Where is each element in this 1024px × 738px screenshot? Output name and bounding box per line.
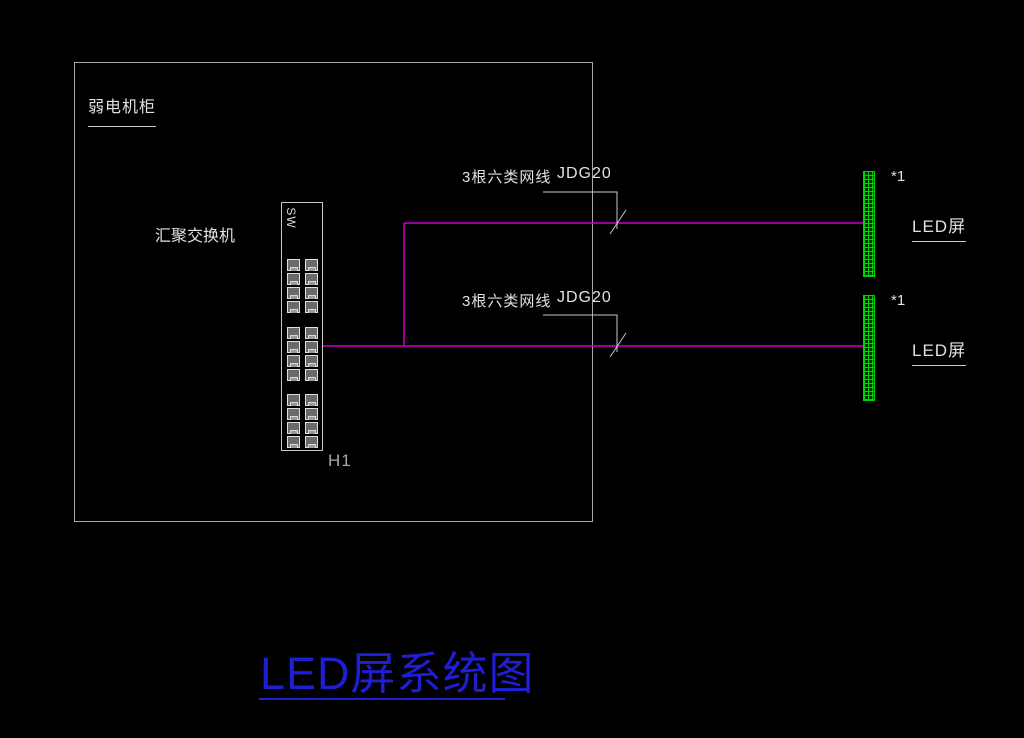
rj45-port-icon xyxy=(287,301,300,313)
rj45-port-icon xyxy=(305,287,318,299)
switch-panel-text: SW xyxy=(284,207,298,229)
screen-name-label: LED屏 xyxy=(912,336,967,366)
led-screen-bar xyxy=(863,295,875,401)
rj45-port-icon xyxy=(305,355,318,367)
switch-port-group xyxy=(287,327,318,381)
cable-count-tick xyxy=(609,209,627,235)
switch-id-label: H1 xyxy=(328,451,352,470)
diagram-title-underline xyxy=(259,698,505,700)
switch-port-group xyxy=(287,394,318,448)
rj45-port-icon xyxy=(305,422,318,434)
cabinet-label: 弱电机柜 xyxy=(88,93,157,127)
screen-count-label: *1 xyxy=(891,168,906,185)
rj45-port-icon xyxy=(305,436,318,448)
cable-type-label: 3根六类网线 xyxy=(462,169,552,186)
rj45-port-icon xyxy=(305,408,318,420)
rj45-port-icon xyxy=(287,369,300,381)
aggregation-switch-label: 汇聚交换机 xyxy=(155,228,236,245)
rj45-port-icon xyxy=(305,327,318,339)
rj45-port-icon xyxy=(287,273,300,285)
rj45-port-icon xyxy=(287,341,300,353)
rj45-port-icon xyxy=(305,341,318,353)
diagram-title: LED屏系统图 xyxy=(260,648,535,699)
rj45-port-icon xyxy=(287,355,300,367)
rj45-port-icon xyxy=(287,259,300,271)
rj45-port-icon xyxy=(287,287,300,299)
rj45-port-icon xyxy=(305,273,318,285)
switch-block: SW xyxy=(281,202,323,451)
conduit-label: JDG20 xyxy=(557,289,612,306)
switch-port-group xyxy=(287,259,318,313)
rj45-port-icon xyxy=(287,408,300,420)
conduit-label: JDG20 xyxy=(557,165,612,182)
rj45-port-icon xyxy=(287,394,300,406)
rj45-port-icon xyxy=(287,436,300,448)
cable-count-tick xyxy=(609,332,627,358)
rj45-port-icon xyxy=(305,259,318,271)
led-screen-bar xyxy=(863,171,875,277)
rj45-port-icon xyxy=(305,394,318,406)
rj45-port-icon xyxy=(287,327,300,339)
cable-type-label: 3根六类网线 xyxy=(462,293,552,310)
rj45-port-icon xyxy=(305,369,318,381)
screen-name-label: LED屏 xyxy=(912,212,967,242)
rj45-port-icon xyxy=(305,301,318,313)
rj45-port-icon xyxy=(287,422,300,434)
screen-count-label: *1 xyxy=(891,292,906,309)
